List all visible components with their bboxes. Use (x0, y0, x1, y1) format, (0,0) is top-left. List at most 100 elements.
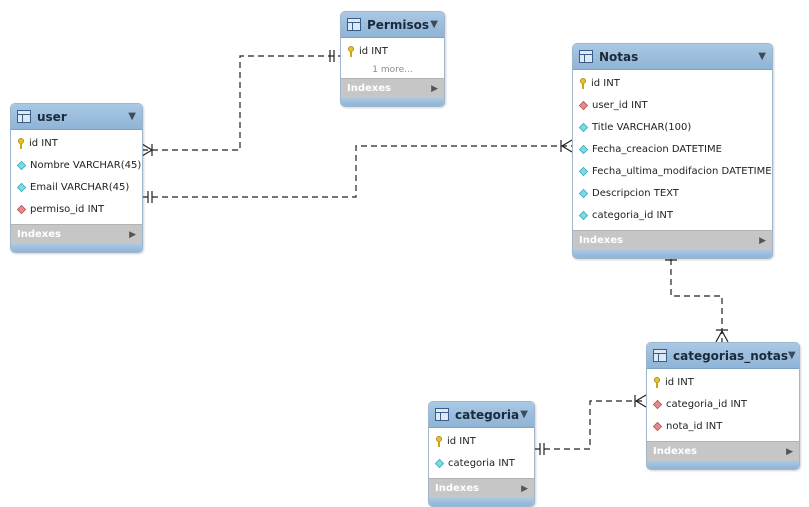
column-row[interactable]: permiso_id INT (11, 198, 142, 220)
column-row[interactable]: categoria INT (429, 452, 534, 474)
column-diamond-icon (434, 458, 445, 468)
column-label: Fecha_creacion DATETIME (592, 143, 722, 155)
indexes-bar[interactable]: Indexes ▶ (341, 78, 444, 98)
relationship-notas-categorias-notas (670, 249, 723, 342)
table-icon (17, 110, 31, 123)
column-row[interactable]: Nombre VARCHAR(45) (11, 154, 142, 176)
indexes-bar[interactable]: Indexes ▶ (647, 441, 799, 461)
column-label: permiso_id INT (30, 203, 105, 215)
column-label: categoria_id INT (666, 398, 748, 410)
table-permisos[interactable]: Permisos ▼ id INT 1 more... Indexes ▶ (340, 11, 445, 107)
column-label: id INT (359, 45, 388, 57)
column-row[interactable]: categoria_id INT (573, 204, 772, 226)
table-title: Notas (599, 49, 639, 64)
relationship-user-notas (142, 145, 572, 198)
column-diamond-icon (578, 166, 589, 176)
table-header[interactable]: categoria ▼ (429, 402, 534, 428)
table-categorias-notas[interactable]: categorias_notas ▼ id INT categoria_id I… (646, 342, 800, 470)
foreign-key-diamond-icon (652, 421, 663, 431)
column-row[interactable]: user_id INT (573, 94, 772, 116)
table-footer (341, 98, 444, 106)
column-label: user_id INT (592, 99, 648, 111)
primary-key-icon (347, 45, 355, 57)
column-row[interactable]: categoria_id INT (647, 393, 799, 415)
table-footer (647, 461, 799, 469)
column-diamond-icon (578, 210, 589, 220)
expand-arrow-icon[interactable]: ▶ (521, 483, 528, 494)
column-label: id INT (591, 77, 620, 89)
indexes-bar[interactable]: Indexes ▶ (429, 478, 534, 498)
column-list: id INT Nombre VARCHAR(45) Email VARCHAR(… (11, 130, 142, 224)
column-row[interactable]: id INT (429, 430, 534, 452)
column-row[interactable]: Fecha_creacion DATETIME (573, 138, 772, 160)
column-label: Nombre VARCHAR(45) (30, 159, 142, 171)
more-columns-link[interactable]: 1 more... (372, 65, 413, 75)
column-label: Fecha_ultima_modifacion DATETIME (592, 165, 772, 177)
primary-key-icon (653, 376, 661, 388)
indexes-label: Indexes (347, 83, 391, 94)
table-footer (11, 244, 142, 252)
table-title: categoria (455, 407, 520, 422)
foreign-key-diamond-icon (16, 204, 27, 214)
table-notas[interactable]: Notas ▼ id INT user_id INT Title VARCHAR… (572, 43, 773, 259)
column-label: nota_id INT (666, 420, 723, 432)
chevron-down-icon[interactable]: ▼ (430, 19, 438, 30)
table-categoria[interactable]: categoria ▼ id INT categoria INT Indexes… (428, 401, 535, 507)
chevron-down-icon[interactable]: ▼ (787, 350, 796, 361)
primary-key-icon (17, 137, 25, 149)
column-row[interactable]: id INT (11, 132, 142, 154)
column-row[interactable]: Fecha_ultima_modifacion DATETIME (573, 160, 772, 182)
column-diamond-icon (578, 122, 589, 132)
column-label: Title VARCHAR(100) (592, 121, 692, 133)
table-footer (573, 250, 772, 258)
column-list: id INT user_id INT Title VARCHAR(100) Fe… (573, 70, 772, 230)
column-row[interactable]: Email VARCHAR(45) (11, 176, 142, 198)
table-icon (653, 349, 667, 362)
column-row[interactable]: id INT (573, 72, 772, 94)
foreign-key-diamond-icon (652, 399, 663, 409)
expand-arrow-icon[interactable]: ▶ (129, 229, 136, 240)
column-label: id INT (665, 376, 694, 388)
chevron-down-icon[interactable]: ▼ (128, 111, 136, 122)
column-label: id INT (29, 137, 58, 149)
column-row[interactable]: Descripcion TEXT (573, 182, 772, 204)
chevron-down-icon[interactable]: ▼ (520, 409, 528, 420)
primary-key-icon (579, 77, 587, 89)
column-list: id INT 1 more... (341, 38, 444, 78)
chevron-down-icon[interactable]: ▼ (758, 51, 766, 62)
indexes-label: Indexes (653, 446, 697, 457)
table-header[interactable]: Permisos ▼ (341, 12, 444, 38)
indexes-bar[interactable]: Indexes ▶ (11, 224, 142, 244)
column-diamond-icon (16, 160, 27, 170)
crowfoot-categorias-notas-left (634, 394, 647, 408)
column-row[interactable]: Title VARCHAR(100) (573, 116, 772, 138)
column-label: categoria_id INT (592, 209, 674, 221)
table-icon (347, 18, 361, 31)
crowfoot-user-permisos (141, 143, 154, 157)
column-diamond-icon (578, 144, 589, 154)
indexes-bar[interactable]: Indexes ▶ (573, 230, 772, 250)
one-mark-permisos (329, 50, 335, 62)
table-title: user (37, 109, 67, 124)
expand-arrow-icon[interactable]: ▶ (759, 235, 766, 246)
column-row[interactable]: id INT (341, 40, 444, 62)
column-row[interactable]: nota_id INT (647, 415, 799, 437)
table-icon (435, 408, 449, 421)
indexes-label: Indexes (579, 235, 623, 246)
table-user[interactable]: user ▼ id INT Nombre VARCHAR(45) Email V… (10, 103, 143, 253)
expand-arrow-icon[interactable]: ▶ (786, 446, 793, 457)
one-mark-user (147, 191, 153, 203)
indexes-label: Indexes (435, 483, 479, 494)
crowfoot-notas (560, 139, 573, 153)
table-header[interactable]: Notas ▼ (573, 44, 772, 70)
column-row[interactable]: id INT (647, 371, 799, 393)
table-header[interactable]: user ▼ (11, 104, 142, 130)
expand-arrow-icon[interactable]: ▶ (431, 83, 438, 94)
relationship-categoria-categorias-notas (534, 400, 646, 450)
column-diamond-icon (578, 188, 589, 198)
column-diamond-icon (16, 182, 27, 192)
table-header[interactable]: categorias_notas ▼ (647, 343, 799, 369)
column-label: id INT (447, 435, 476, 447)
